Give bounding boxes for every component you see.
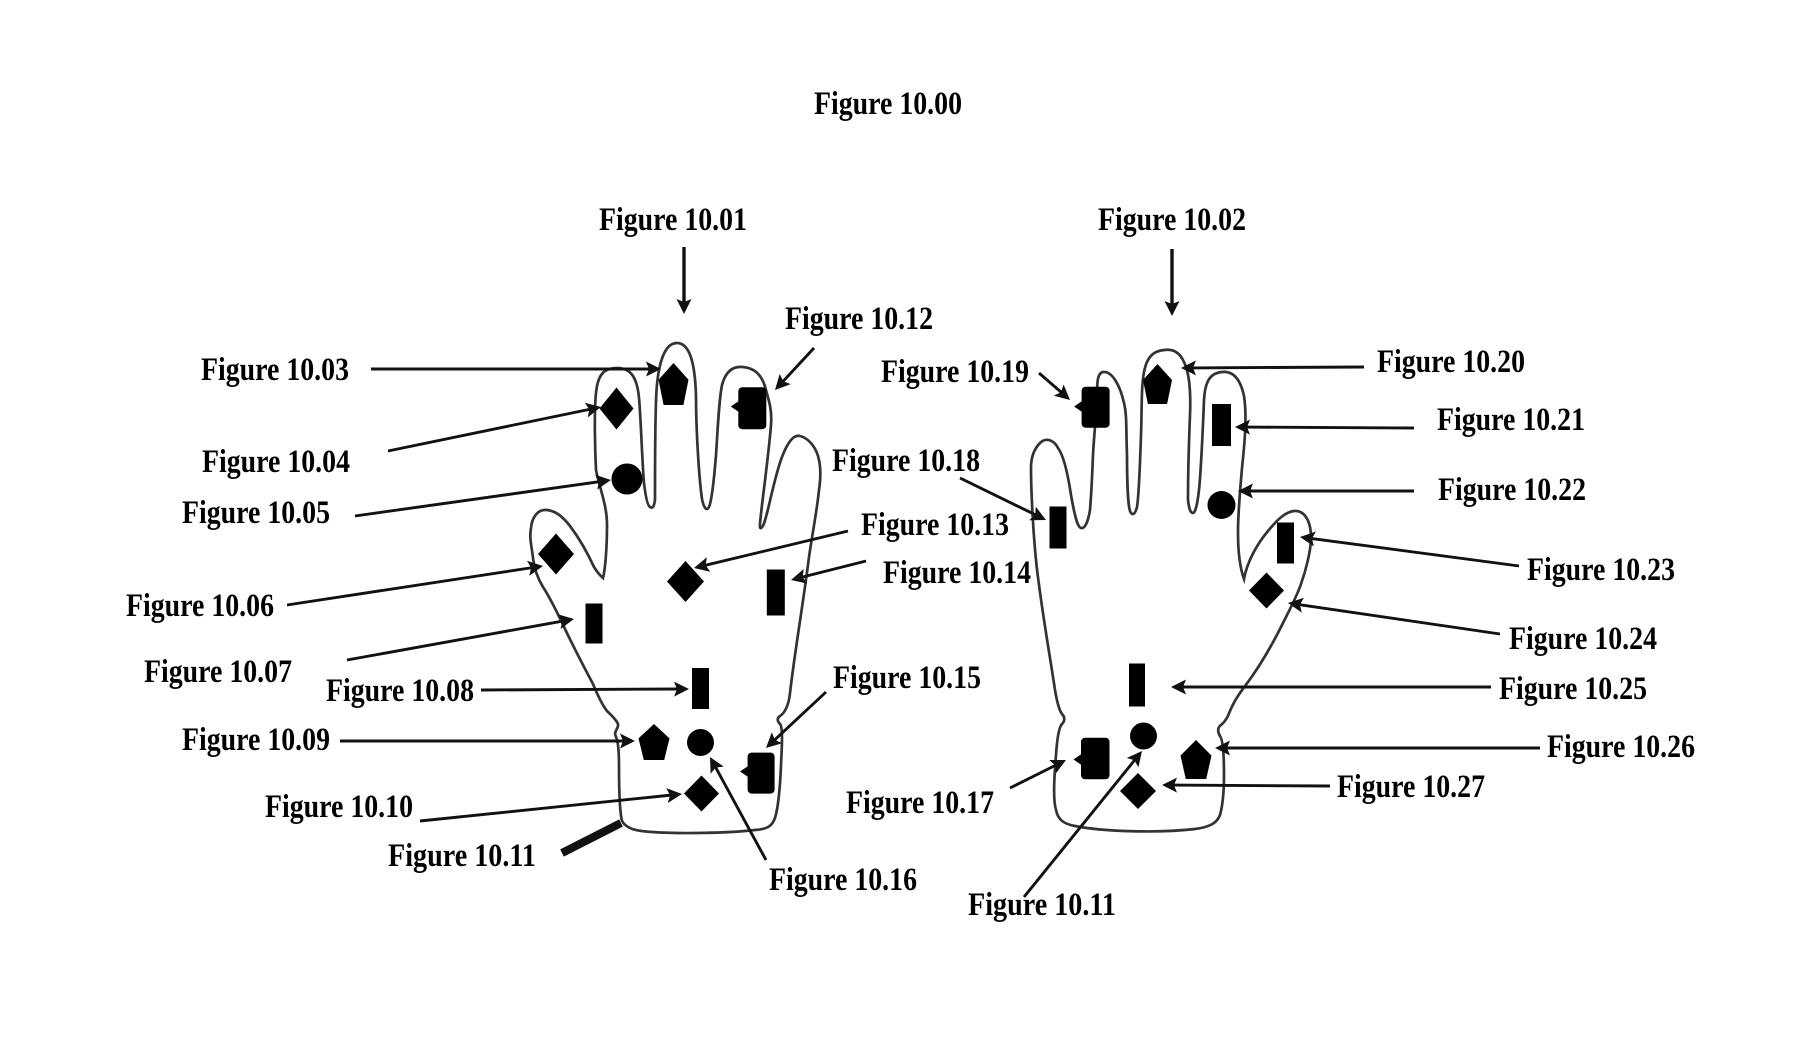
svg-text:Figure 10.02: Figure 10.02 bbox=[1098, 202, 1246, 238]
svg-text:Figure 10.22: Figure 10.22 bbox=[1438, 472, 1586, 508]
svg-text:Figure 10.16: Figure 10.16 bbox=[769, 862, 917, 898]
svg-text:Figure 10.04: Figure 10.04 bbox=[202, 444, 350, 480]
svg-text:Figure 10.27: Figure 10.27 bbox=[1337, 769, 1485, 805]
svg-text:Figure 10.11: Figure 10.11 bbox=[388, 838, 536, 874]
svg-text:Figure 10.20: Figure 10.20 bbox=[1377, 344, 1525, 380]
svg-text:Figure 10.01: Figure 10.01 bbox=[599, 202, 747, 238]
svg-text:Figure 10.09: Figure 10.09 bbox=[182, 722, 330, 758]
svg-text:Figure 10.05: Figure 10.05 bbox=[182, 495, 330, 531]
svg-text:Figure 10.17: Figure 10.17 bbox=[846, 785, 994, 821]
svg-text:Figure 10.18: Figure 10.18 bbox=[832, 443, 980, 479]
svg-text:Figure 10.15: Figure 10.15 bbox=[833, 660, 981, 696]
svg-text:Figure 10.06: Figure 10.06 bbox=[126, 588, 274, 624]
svg-text:Figure 10.24: Figure 10.24 bbox=[1509, 621, 1657, 657]
svg-text:Figure 10.00: Figure 10.00 bbox=[814, 86, 962, 122]
svg-text:Figure 10.03: Figure 10.03 bbox=[201, 352, 349, 388]
svg-text:Figure 10.23: Figure 10.23 bbox=[1527, 552, 1675, 588]
svg-text:Figure 10.10: Figure 10.10 bbox=[265, 789, 413, 825]
svg-text:Figure 10.12: Figure 10.12 bbox=[785, 301, 933, 337]
svg-text:Figure 10.26: Figure 10.26 bbox=[1547, 729, 1695, 765]
svg-text:Figure 10.14: Figure 10.14 bbox=[883, 555, 1031, 591]
svg-text:Figure 10.07: Figure 10.07 bbox=[144, 654, 292, 690]
svg-text:Figure 10.19: Figure 10.19 bbox=[881, 354, 1029, 390]
svg-text:Figure 10.11: Figure 10.11 bbox=[968, 887, 1116, 923]
svg-text:Figure 10.13: Figure 10.13 bbox=[861, 507, 1009, 543]
svg-text:Figure 10.08: Figure 10.08 bbox=[326, 673, 474, 709]
svg-text:Figure 10.21: Figure 10.21 bbox=[1437, 402, 1585, 438]
svg-text:Figure 10.25: Figure 10.25 bbox=[1499, 671, 1647, 707]
